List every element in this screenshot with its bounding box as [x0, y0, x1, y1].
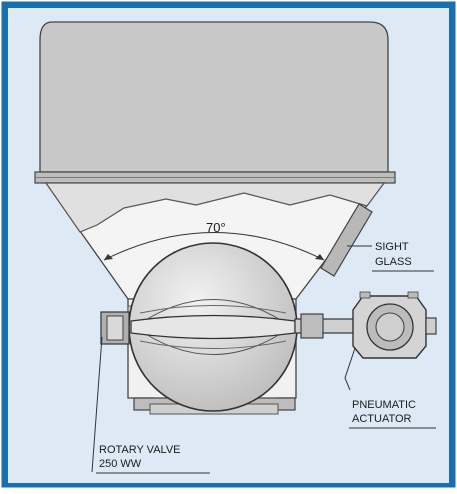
actuator-leader — [344, 347, 356, 391]
angle-label: 70° — [206, 220, 226, 235]
actuator-label-line-2: ACTUATOR — [352, 413, 412, 425]
material-surface — [44, 182, 386, 233]
bin-body — [39, 21, 389, 173]
rotary-valve-leader — [91, 336, 103, 473]
rotary-valve-label-line-1: ROTARY VALVE — [99, 444, 181, 456]
sight-glass-label-line-1: SIGHT — [375, 241, 409, 253]
actuator-label-line-1: PNEUMATIC — [352, 399, 416, 411]
rotary-valve-label-line-2: 250 WW — [99, 458, 142, 470]
sight-glass-label-line-2: GLASS — [375, 256, 412, 268]
sight-glass — [320, 203, 373, 277]
angle-arc — [103, 232, 325, 261]
valve-disc-blade — [130, 314, 296, 340]
